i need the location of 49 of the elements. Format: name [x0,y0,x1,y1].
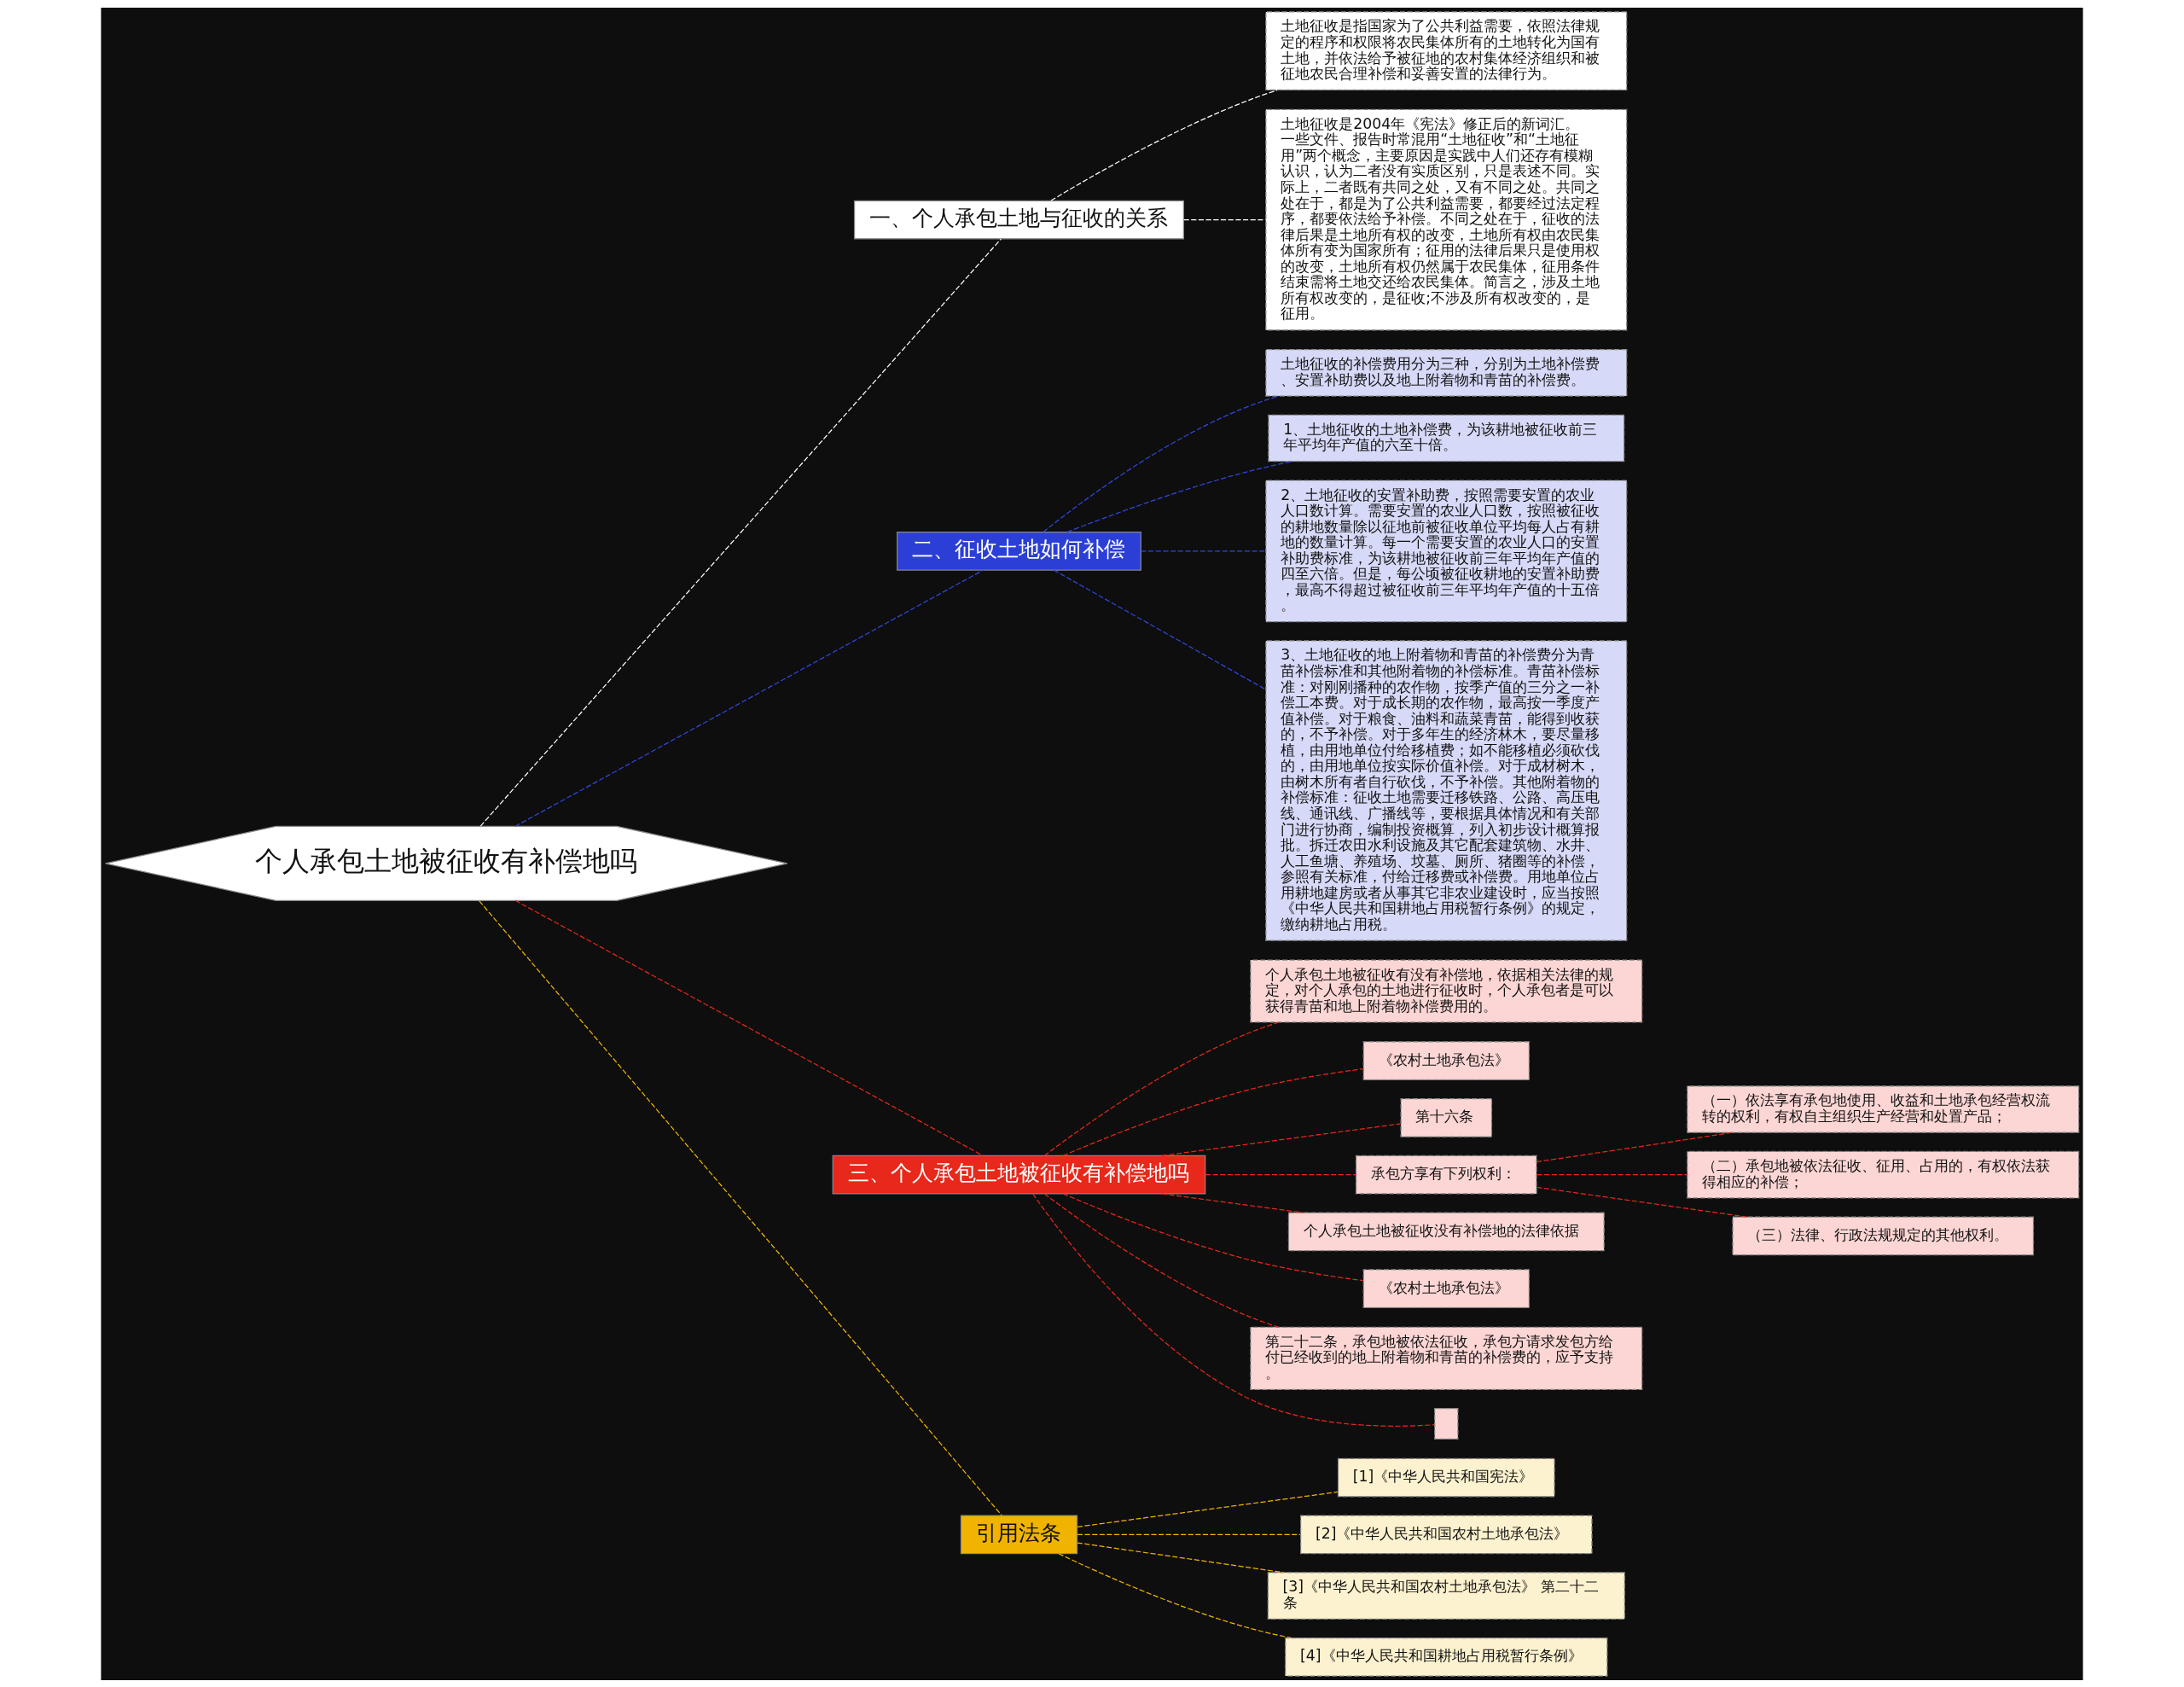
node-box: （三）法律、行政法规规定的其他权利。 [1732,1216,2035,1255]
node-box: [2]《中华人民共和国农村土地承包法》 [1300,1514,1593,1554]
connector [514,899,984,1156]
connector [1062,1067,1364,1156]
connector [1140,550,1267,551]
connector [1043,1021,1280,1156]
connector [1161,1122,1402,1156]
node-box: 第二十二条，承包地被依法征收，承包方请求发包方给付已经收到的地上附着物和青苗的补偿费的，应予支持。 [1250,1326,1643,1390]
connector [1536,1186,1748,1218]
connector [479,237,1002,827]
node-box: 1、土地征收的土地补偿费，为该耕地被征收前三年平均年产值的六至十倍。 [1268,414,1625,462]
node-box: 个人承包土地被征收有没有补偿地，依据相关法律的规定，对个人承包的土地进行征收时，个人承包者是可以获得青苗和地上附着物补偿费用的。 [1250,958,1643,1023]
connector [1058,1552,1292,1638]
node-box: 一、个人承包土地与征收的关系 [853,200,1184,239]
node-box [1434,1407,1459,1440]
connector [1077,1541,1285,1573]
node-box: 引用法条 [960,1514,1078,1554]
connector [1053,569,1266,689]
connector [1183,218,1267,220]
connector [1077,1491,1339,1527]
connector [514,569,985,827]
node-box: 3、土地征收的地上附着物和青苗的补偿费分为青苗补偿标准和其他附着物的补偿标准。青苗补偿标准：对刚刚播种的农作物，按季产值的三分之一补偿工本费。对于成长期的农作物，最高按一季度产值补偿。对于粮食、油料和蔬菜青苗，能得到收获的，不予补偿。对于多年生的经济林木，要尽量移植，由用地单位付给移植费；如不能移植必须砍伐的，由用地单位按实际价值补偿。对于成材树木，由树木所有者自行砍伐，不予补偿。其他附着物的补偿标准：征收土地需要迁移铁路、公路、高压电线、通讯线、广播线等，要根据具体情况和有关部门进行协商，编制投资概算，列入初步设计概算报批。拆迁农田水利设施及其它配套建筑物、水井、人工鱼塘、养殖场、坟墓、厕所、猪圈等的补偿，参照有关标准，付给迁移费或补偿费。用地单位占用耕地建房或者从事其它非农业建设时，应当按照《中华人民共和国耕地占用税暂行条例》的规定，缴纳耕地占用税。 [1265,639,1628,941]
connector [1062,1192,1364,1281]
node-box: （二）承包地被依法征收、征用、占用的，有权依法获得相应的补偿； [1687,1150,2080,1198]
node-box: [4]《中华人民共和国耕地占用税暂行条例》 [1285,1637,1608,1677]
connector [1536,1173,1688,1175]
connector [1050,89,1278,201]
node-box: [3]《中华人民共和国农村土地承包法》 第二十二条 [1267,1571,1625,1620]
node-box: 承包方享有下列权利： [1355,1155,1537,1195]
connector [1077,1533,1301,1535]
node-box: 土地征收的补偿费用分为三种，分别为土地补偿费、安置补助费以及地上附着物和青苗的补偿费。 [1265,348,1628,397]
node-box: （一）依法享有承包地使用、收益和土地承包经营权流转的权利，有权自主组织生产经营和处置产品； [1687,1085,2080,1133]
connector [1066,460,1292,532]
node-box: [1]《中华人民共和国宪法》 [1337,1457,1555,1497]
connector [1043,395,1280,532]
connector [1161,1192,1304,1213]
node-box: 土地征收是2004年《宪法》修正后的新词汇。一些文件、报告时常混用“土地征收”和“土地征用”两个概念，主要原因是实践中人们还存有模糊认识，认为二者没有实质区别，只是表述不同。实际上，二者既有共同之处，又有不同之处。共同之处在于，都是为了公共利益需要，都要经过法定程序，都要依法给予补偿。不同之处在于，征收的法律后果是土地所有权的改变，土地所有权由农民集体所有变为国家所有；征用的法律后果只是使用权的改变，土地所有权仍然属于农民集体，征用条件结束需将土地交还给农民集体。简言之，涉及土地所有权改变的，是征收;不涉及所有权改变的，是征用。 [1265,108,1628,330]
node-box: 第十六条 [1400,1097,1493,1137]
node-box: 个人承包土地被征收没有补偿地的法律依据 [1287,1212,1605,1251]
node-box: 2、土地征收的安置补助费，按照需要安置的农业人口数计算。需要安置的农业人口数，按照被征收的耕地数量除以征地前被征收单位平均每人占有耕地的数量计算。每一个需要安置的农业人口的安置补助费标准，为该耕地被征收前三年平均年产值的四至六倍。但是，每公顷被征收耕地的安置补助费，最高不得超过被征收前三年平均年产值的十五倍。 [1265,479,1628,622]
node-box: 《农村土地承包法》 [1362,1040,1530,1080]
node-box: 三、个人承包土地被征收有补偿地吗 [832,1155,1206,1195]
node-box: 土地征收是指国家为了公共利益需要，依照法律规定的程序和权限将农民集体所有的土地转化为国有土地，并依法给予被征地的农村集体经济组织和被征地农民合理补偿和妥善安置的法律行为。 [1265,10,1628,90]
node-box: 《农村土地承包法》 [1362,1268,1530,1308]
connector [1205,1173,1356,1175]
node-box: 二、征收土地如何补偿 [897,531,1141,571]
connector [1043,1192,1280,1328]
connector [479,899,1002,1515]
connector [1032,1193,1435,1427]
